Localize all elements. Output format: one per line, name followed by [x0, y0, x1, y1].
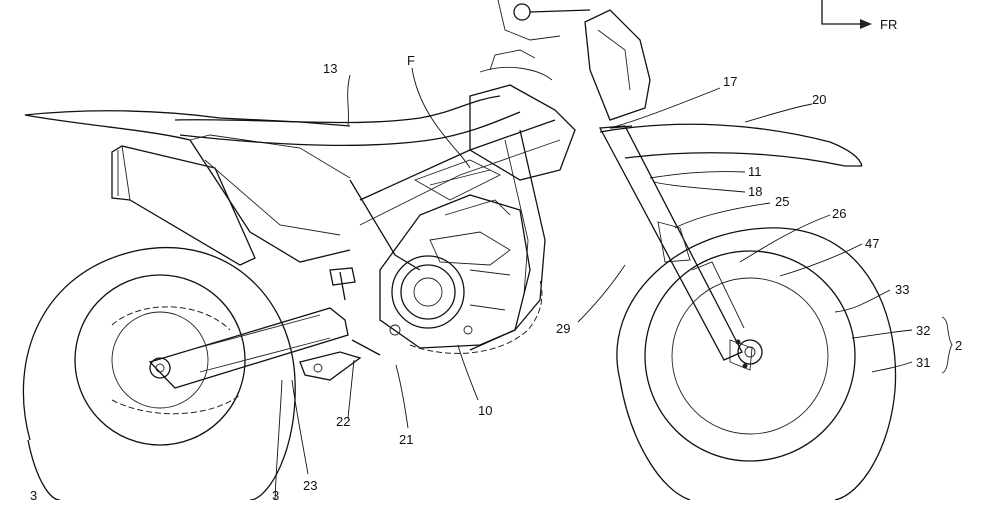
direction-label: FR — [880, 17, 897, 32]
front-wheel — [616, 227, 897, 501]
callout-31: 31 — [916, 355, 930, 370]
direction-arrow — [821, 0, 872, 29]
front-forks — [598, 125, 745, 361]
callout-25: 25 — [775, 194, 789, 209]
rear-shock — [329, 267, 381, 356]
callout-17: 17 — [723, 74, 737, 89]
callout-13: 13 — [323, 61, 337, 76]
callout-11: 11 — [748, 164, 762, 179]
exhaust-muffler — [111, 145, 256, 266]
headlight-number-plate — [584, 9, 651, 121]
fuel-tank — [469, 49, 576, 181]
callout-47: 47 — [865, 236, 879, 251]
front-fender — [599, 123, 863, 167]
callout-20: 20 — [812, 92, 826, 107]
callout-18: 18 — [748, 184, 762, 199]
callout-F: F — [407, 53, 415, 68]
airbox — [413, 159, 502, 201]
callout-22: 22 — [336, 414, 350, 429]
callout-3-left: 3 — [30, 488, 37, 500]
callout-33: 33 — [895, 282, 909, 297]
handlebar — [497, 0, 591, 41]
callout-21: 21 — [399, 432, 413, 447]
callout-23: 23 — [303, 478, 317, 493]
swingarm — [148, 307, 349, 389]
seat — [174, 95, 521, 147]
callout-2: 2 — [955, 338, 962, 353]
footpeg — [299, 351, 362, 381]
rear-fender — [24, 110, 351, 263]
engine — [379, 194, 543, 354]
callout-26: 26 — [832, 206, 846, 221]
callout-29: 29 — [556, 321, 570, 336]
callout-32: 32 — [916, 323, 930, 338]
callout-10: 10 — [478, 403, 492, 418]
leader-lines — [274, 67, 953, 501]
callout-3-right: 3 — [272, 488, 279, 500]
rear-wheel — [22, 246, 296, 501]
